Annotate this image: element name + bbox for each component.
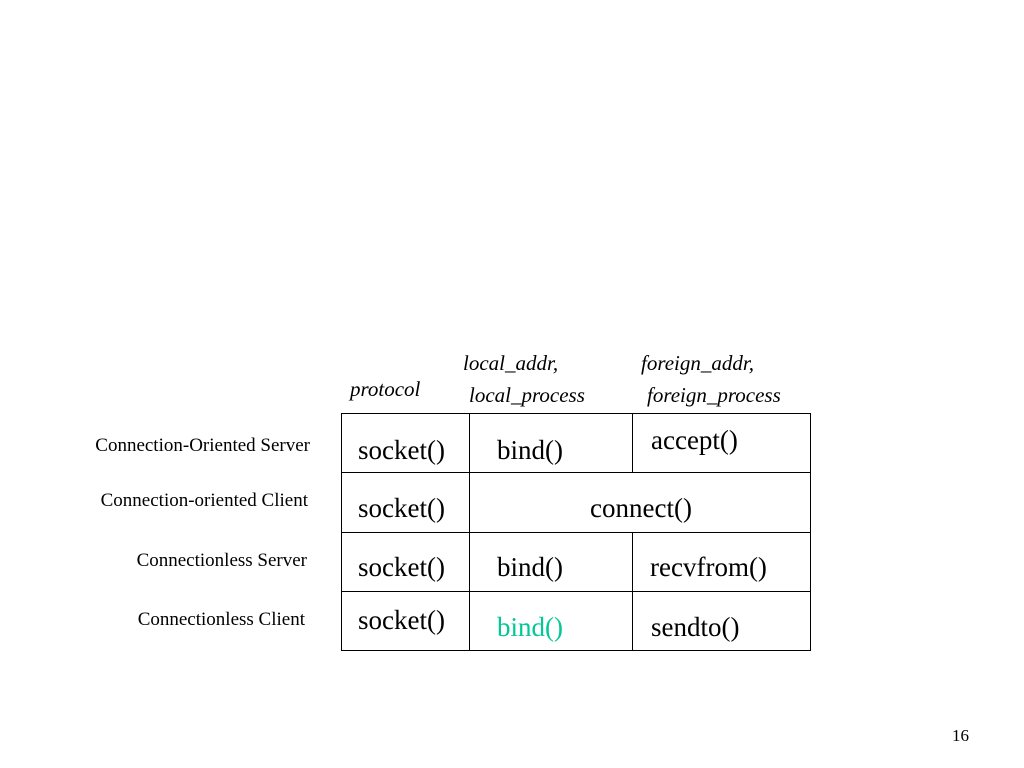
- cell-bind-highlighted: bind(): [497, 612, 563, 642]
- grid-line: [341, 532, 811, 533]
- grid-line: [632, 532, 633, 651]
- cell-bind: bind(): [497, 552, 563, 582]
- grid-line: [341, 591, 811, 592]
- row-label-connectionless-client: Connectionless Client: [137, 609, 305, 630]
- grid-line: [341, 413, 811, 414]
- cell-recvfrom: recvfrom(): [650, 552, 767, 582]
- cell-accept: accept(): [651, 425, 738, 455]
- column-header-foreign-process: foreign_process: [647, 383, 781, 407]
- grid-line: [632, 413, 633, 473]
- column-header-local-process: local_process: [469, 383, 585, 407]
- cell-socket: socket(): [358, 493, 445, 523]
- cell-socket: socket(): [358, 435, 445, 465]
- grid-line: [341, 650, 811, 651]
- cell-connect: connect(): [590, 493, 692, 523]
- column-header-protocol: protocol: [350, 377, 421, 401]
- grid-line: [469, 413, 470, 651]
- column-header-local-addr: local_addr,: [463, 351, 559, 375]
- cell-sendto: sendto(): [651, 612, 740, 642]
- cell-socket: socket(): [358, 552, 445, 582]
- column-header-foreign-addr: foreign_addr,: [641, 351, 754, 375]
- page-number: 16: [952, 726, 969, 745]
- row-label-connection-oriented-server: Connection-Oriented Server: [95, 435, 310, 456]
- row-label-connectionless-server: Connectionless Server: [136, 550, 307, 571]
- cell-socket: socket(): [358, 605, 445, 635]
- row-label-connection-oriented-client: Connection-oriented Client: [100, 490, 308, 511]
- grid-line: [341, 472, 811, 473]
- cell-bind: bind(): [497, 435, 563, 465]
